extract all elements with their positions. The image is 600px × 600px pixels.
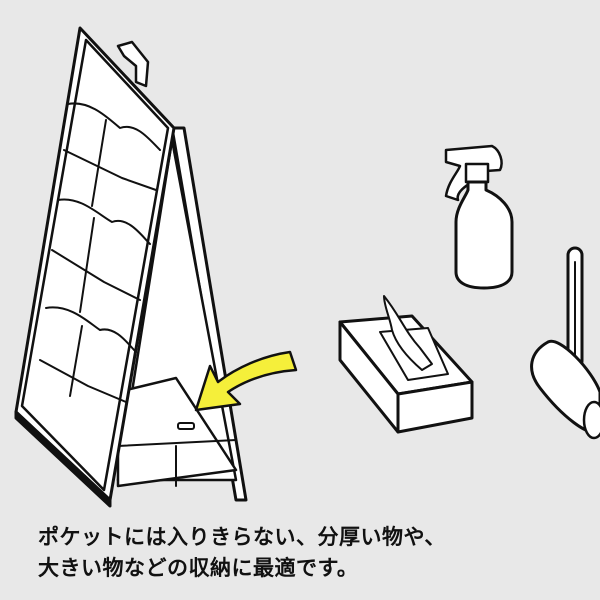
caption-text: ポケットには入りきらない、分厚い物や、 大きい物などの収納に最適です。	[38, 522, 578, 584]
lint-roller-icon	[530, 246, 600, 440]
caption-line-1: ポケットには入りきらない、分厚い物や、	[38, 525, 446, 549]
tissue-box-icon	[338, 295, 474, 434]
caption-line-2: 大きい物などの収納に最適です。	[38, 556, 359, 580]
illustration-canvas	[14, 26, 600, 508]
a-frame-sign-stand-icon	[14, 26, 248, 508]
spray-bottle-icon	[444, 144, 514, 290]
storage-arrow-icon	[194, 350, 298, 412]
